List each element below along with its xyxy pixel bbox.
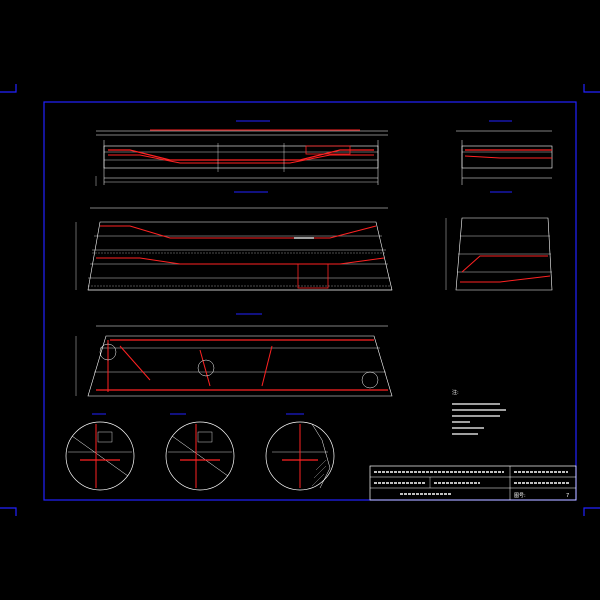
notes-block: 注: [452, 389, 506, 435]
detail-c [265, 413, 335, 491]
plan-view-top [75, 191, 393, 291]
detail-b [165, 413, 235, 491]
section-view [456, 120, 553, 185]
sheet-frame [0, 84, 600, 516]
title-block: 图号: 7 [369, 465, 577, 501]
page-label: 图号: [514, 493, 526, 499]
detail-a [65, 413, 135, 491]
plan-view-side [445, 191, 553, 291]
elevation-view [95, 120, 388, 186]
page-number: 7 [566, 493, 569, 499]
plan-view-bottom [75, 313, 393, 397]
notes-header: 注: [452, 389, 459, 396]
